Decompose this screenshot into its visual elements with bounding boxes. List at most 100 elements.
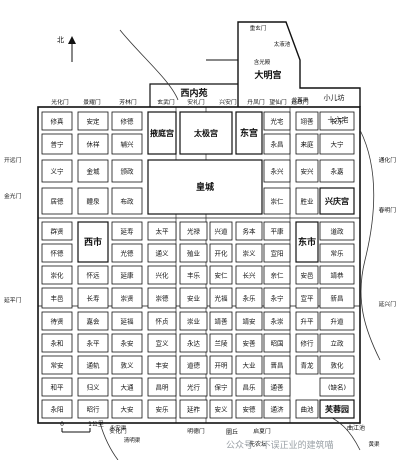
ward-block [41, 377, 73, 397]
ward-label: 延康 [121, 271, 135, 280]
ward-block [295, 111, 319, 131]
ward-label: (缺名) [328, 383, 346, 392]
ward-block [319, 133, 355, 155]
ward-block [263, 133, 291, 155]
ward-block [295, 311, 319, 331]
ward-block [41, 265, 73, 285]
ward-label: 怀远 [87, 271, 101, 280]
ward-label: 崇义 [243, 250, 257, 258]
ward-label: 敦义 [121, 361, 135, 370]
ward-block [147, 265, 177, 285]
watermark-text: 公众号 · 不误正业的建筑喵 [226, 441, 334, 451]
ward-label: 安义 [215, 405, 229, 414]
ward-block [111, 159, 143, 183]
ward-label: 宣阳 [271, 249, 284, 258]
ward-label: 晋昌 [271, 362, 284, 370]
scale-label-0: 0 [60, 421, 64, 428]
ward-label: 永兴 [271, 167, 285, 176]
ward-block [319, 355, 355, 375]
ward-label: 开化 [215, 249, 229, 258]
ward-block [147, 333, 177, 353]
ward-label: 安邑 [301, 271, 315, 280]
ward-label: 延寿 [121, 227, 135, 236]
ward-block [179, 333, 208, 353]
ward-label: 归义 [87, 383, 101, 392]
ward-label: 升道 [331, 317, 345, 326]
ward-block [41, 133, 73, 155]
gate-label-east: 通化门 [379, 156, 397, 164]
ward-label: 昌明 [156, 384, 170, 392]
ward-label: 道政 [331, 227, 345, 236]
ward-label: 保宁 [215, 383, 229, 392]
ward-block [111, 355, 143, 375]
ward-label: 翊善 [301, 117, 315, 126]
ward-block [209, 243, 233, 263]
gate-label-west: 金光门 [4, 192, 22, 200]
ward-block [209, 287, 233, 309]
ward-label: 待贤 [51, 317, 65, 326]
ward-label: 靖安 [243, 317, 257, 326]
ward-label: 昌乐 [243, 383, 257, 392]
ward-label: 崇德 [156, 294, 170, 303]
ward-block [77, 287, 109, 309]
ward-label: 延福 [121, 317, 135, 326]
ward-label: 永平 [87, 339, 101, 348]
ward-block [111, 133, 143, 155]
palace-label: 皇城 [196, 181, 214, 193]
ward-label: 宣义 [156, 339, 170, 348]
ward-label: 长兴 [243, 271, 257, 280]
ward-block [41, 399, 73, 419]
ward-label: 安善 [243, 339, 257, 348]
ward-label: 兴道 [215, 227, 229, 236]
ward-label: 布政 [121, 197, 135, 206]
ward-block [295, 399, 319, 419]
palace-label: 太极宫 [193, 128, 218, 138]
ward-block [295, 333, 319, 353]
ward-label: 永达 [187, 339, 201, 348]
ward-label: 宣平 [301, 294, 315, 303]
palace-block [77, 221, 109, 263]
ward-label: 崇化 [51, 271, 65, 280]
canal-south [99, 422, 119, 460]
ward-label: 亲仁 [271, 271, 285, 280]
ward-label: 永崇 [271, 317, 285, 326]
ward-label: 嘉会 [87, 317, 101, 326]
palace-block [147, 111, 177, 155]
ward-block [209, 265, 233, 285]
gate-label-south: 启夏门 [253, 427, 271, 435]
ward-block [179, 399, 208, 419]
ward-block [41, 311, 73, 331]
ward-block [209, 221, 233, 241]
ward-block [111, 311, 143, 331]
ward-block [77, 355, 109, 375]
ward-block [263, 111, 291, 131]
ward-block [235, 399, 263, 419]
ward-block [77, 333, 109, 353]
ward-block [263, 221, 291, 241]
ward-label: 光福 [215, 294, 229, 303]
ward-label: 兰陵 [215, 339, 229, 348]
palace-block [147, 159, 263, 215]
ward-block [263, 355, 291, 375]
ward-label: 丰邑 [51, 294, 65, 303]
ward-block [319, 311, 355, 331]
gate-label-north: 安礼门 [187, 98, 205, 106]
ward-label: 光行 [187, 383, 201, 392]
ward-label: 大业 [243, 361, 257, 370]
ward-label: 平康 [271, 227, 285, 236]
xineiyuan-label: 西内苑 [180, 87, 207, 99]
ward-label: 大通 [121, 383, 135, 392]
palace-label: 兴庆宫 [325, 196, 349, 206]
ward-label: 安乐 [156, 405, 170, 414]
palace-block [319, 187, 355, 215]
ward-label: 永昌 [271, 140, 284, 149]
ward-block [147, 377, 177, 397]
ward-block [319, 221, 355, 241]
ward-block [235, 333, 263, 353]
gate-label-north: 延政门 [291, 98, 309, 106]
ward-label: 兴化 [156, 271, 170, 280]
ward-block [295, 159, 319, 183]
gate-label-west: 开远门 [4, 156, 22, 164]
ward-label: 长寿 [87, 294, 101, 303]
ward-blocks [41, 111, 355, 419]
